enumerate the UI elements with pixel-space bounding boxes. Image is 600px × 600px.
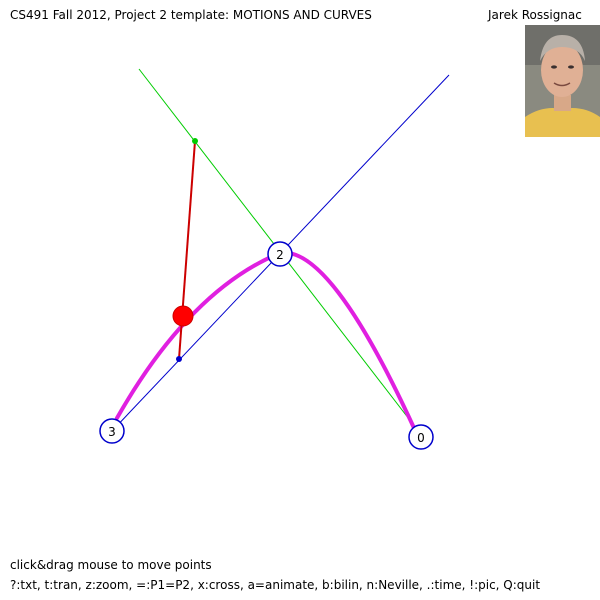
red-dot[interactable] [172,305,194,327]
author-name: Jarek Rossignac [488,8,582,22]
control-point-2[interactable]: 2 [267,241,293,267]
control-point-0[interactable]: 0 [408,424,434,450]
point-label: 0 [417,431,425,445]
control-point-3[interactable]: 3 [99,418,125,444]
motion-curve [115,250,416,430]
point-label: 2 [276,248,284,262]
key-shortcuts-text: ?:txt, t:tran, z:zoom, =:P1=P2, x:cross,… [10,578,541,592]
author-photo [525,25,600,137]
instruction-text: click&drag mouse to move points [10,558,212,572]
app-title: CS491 Fall 2012, Project 2 template: MOT… [10,8,372,22]
green-dot[interactable] [192,138,198,144]
point-label: 3 [108,425,116,439]
blue-dot[interactable] [176,356,182,362]
